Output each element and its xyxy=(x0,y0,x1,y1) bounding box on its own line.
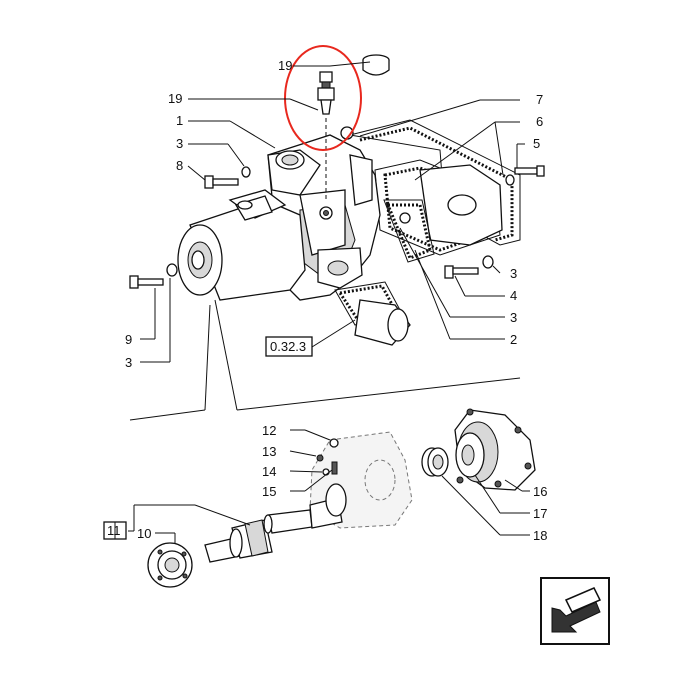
callout-4: 4 xyxy=(510,288,517,303)
callout-19-sensor: 19 xyxy=(168,91,182,106)
callout-3-upper-left: 3 xyxy=(176,136,183,151)
callout-10: 10 xyxy=(137,526,151,541)
plug-cap xyxy=(362,54,390,76)
callout-18: 18 xyxy=(533,528,547,543)
callout-19-plug: 19 xyxy=(278,58,292,73)
outlet-pipe xyxy=(334,281,411,346)
callout-11: 11 xyxy=(107,523,121,538)
callout-6: 6 xyxy=(536,114,543,129)
shaft-bearing xyxy=(204,483,347,563)
callout-17: 17 xyxy=(533,506,547,521)
callout-15: 15 xyxy=(262,484,276,499)
bolt-4 xyxy=(444,255,494,279)
callout-16: 16 xyxy=(533,484,547,499)
leader-lines-upper xyxy=(140,61,525,363)
callout-13: 13 xyxy=(262,444,276,459)
impeller-cover xyxy=(454,408,536,491)
callout-7: 7 xyxy=(536,92,543,107)
callout-5: 5 xyxy=(533,136,540,151)
callout-3-right-upper: 3 xyxy=(510,266,517,281)
callout-3-left-lower: 3 xyxy=(125,355,132,370)
reference-box[interactable] xyxy=(265,336,313,357)
leader-lines-lower xyxy=(128,429,530,543)
bolt-8 xyxy=(204,166,251,189)
arrow-down-left-icon[interactable] xyxy=(540,577,610,645)
temperature-sensor xyxy=(317,71,335,200)
callout-1: 1 xyxy=(176,113,183,128)
reference-label: 0.32.3 xyxy=(270,339,306,354)
callout-9: 9 xyxy=(125,332,132,347)
callout-8: 8 xyxy=(176,158,183,173)
callout-3-right-lower: 3 xyxy=(510,310,517,325)
bearing-body xyxy=(177,189,306,301)
bolt-9 xyxy=(129,263,178,289)
screw-12 xyxy=(329,438,339,448)
callout-12: 12 xyxy=(262,423,276,438)
hub-flange xyxy=(147,542,193,588)
highlight-circle xyxy=(284,45,362,151)
screw-13 xyxy=(316,454,324,462)
pin-15 xyxy=(331,461,338,475)
separator-lines xyxy=(129,299,521,421)
seal-ring xyxy=(421,447,449,477)
callout-14: 14 xyxy=(262,464,276,479)
bolt-5 xyxy=(505,165,545,186)
callout-2: 2 xyxy=(510,332,517,347)
